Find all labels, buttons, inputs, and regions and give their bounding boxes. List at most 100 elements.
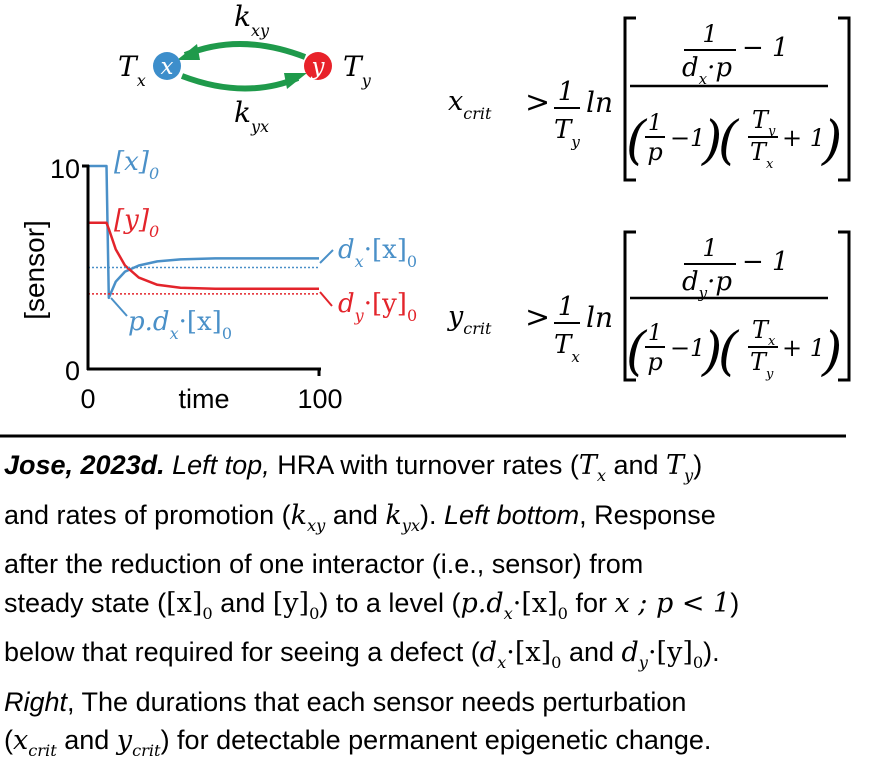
xcrit-ln: ln [586,86,613,119]
ycrit-prefactor-den: Tx [554,330,580,366]
x-tick-0: 0 [80,384,95,414]
caption-segment: Right [4,686,68,717]
ycrit-bracket-right [838,230,851,382]
figure-canvas: x y Tx Ty kxy kyx [sensor] 10 0 0 100 ti… [0,0,851,438]
caption-line: below that required for seeing a defect … [4,633,866,683]
caption-segment: Ty [666,450,694,485]
caption-segment: and [605,450,667,480]
time-course-plot: [sensor] 10 0 0 100 time [x]0 [y]0 dx·[x… [19,147,417,414]
ycrit-bracket-left [623,230,636,382]
xcrit-inner-num-1: 1 [702,20,717,48]
label-pdx: p.dx·[x]0 [128,307,232,343]
leader-dx [319,249,334,264]
kxy-label: kxy [234,0,270,40]
series-y [88,221,319,291]
xcrit-frac-1p-den: p [647,138,662,166]
caption-segment: steady state ( [4,587,167,618]
caption-segment: and [561,637,622,667]
xcrit-inner-num-d: dx·p [682,53,732,88]
label-x0: [x]0 [114,147,159,183]
ycrit-paren-1-close: ) [701,322,722,382]
xcrit-minus: − [670,124,690,152]
xcrit-paren-1-open: ( [626,111,648,171]
caption-segment: dy [621,637,648,672]
caption-line: Right, The durations that each sensor ne… [4,683,866,722]
arrowhead-x-to-y [284,73,307,89]
xcrit-gt: > [525,85,550,120]
xcrit-one-a: 1 [690,124,705,152]
caption-segment [165,450,173,480]
ycrit-paren-2-close: ) [821,322,842,382]
xcrit-ratio-den: Tx [750,138,774,172]
caption-segment: Tx [578,450,606,485]
xcrit-frac-1p-num: 1 [648,111,662,136]
arrowhead-y-to-x [177,44,200,60]
xcrit-bracket-right [838,16,851,182]
x-axis-label: time [178,384,229,414]
caption-segment: for [567,587,615,618]
caption-segment: ). [420,499,445,530]
caption-segment: and [325,499,386,530]
ty-label: Ty [343,50,372,90]
caption-segment: ) for detectable permanent epigenetic ch… [160,725,712,755]
caption-segment: HRA with turnover rates ( [269,450,579,480]
label-dx: dx·[x]0 [338,235,417,271]
network-diagram: x y Tx Ty kxy kyx [118,0,372,136]
caption-segment: [y]0 [272,587,320,623]
caption-segment: and [56,725,117,755]
ycrit-paren-1-open: ( [626,322,648,382]
node-x [153,52,181,80]
plot-marks [88,164,319,300]
y-tick-10: 10 [50,154,80,184]
ycrit-ratio-num: Tx [752,316,776,349]
xcrit-bracket-left [623,16,636,182]
ycrit-ratio-den: Ty [750,348,774,382]
caption-segment: Left bottom [444,499,580,530]
caption-segment: ·[x]0 [512,587,568,623]
caption-segment: kxy [290,499,326,535]
ycrit-inner-minus-one: − 1 [742,247,789,277]
xcrit-ratio-num: Ty [752,106,776,139]
ycrit-inner-num-d: dy·p [682,267,732,302]
caption-segment: ·[y]0 [647,637,704,672]
caption-segment: ( [4,725,13,755]
arrow-y-to-x [183,41,307,60]
xcrit-prefactor-den: Ty [554,115,580,151]
xcrit-prefactor-num: 1 [558,77,575,107]
y-axis-label: [sensor] [19,220,50,320]
ycrit-ln: ln [586,301,613,334]
caption-segment: ·[x]0 [506,637,562,672]
figure-caption: Jose, 2023d. Left top, HRA with turnover… [4,446,866,771]
ycrit-plus-one: + 1 [782,334,825,362]
caption-segment: Left top, [172,450,270,480]
caption-segment: x ; p < 1 [614,587,731,619]
node-x-label: x [161,54,174,80]
caption-line: and rates of promotion (kxy and kyx). Le… [4,496,866,546]
caption-segment: and [212,587,273,618]
ycrit-paren-2-open: ( [718,322,740,382]
caption-line: (xcrit and ycrit) for detectable permane… [4,721,866,771]
xcrit-lhs: xcrit [448,86,492,123]
caption-line: steady state ([x]0 and [y]0) to a level … [4,584,866,634]
caption-segment: dx [479,637,507,672]
x-tick-100: 100 [297,384,342,414]
ycrit-gt: > [525,300,550,335]
caption-segment: kyx [385,499,421,535]
ycrit-lhs: ycrit [447,301,492,338]
caption-segment: p.dx [460,587,513,623]
xcrit-inner-minus-one: − 1 [742,33,789,63]
xcrit-paren-2-open: ( [718,111,740,171]
tx-label: Tx [118,50,146,90]
caption-segment: , The durations that each sensor needs p… [67,686,687,717]
ycrit-prefactor-num: 1 [558,292,575,322]
xcrit-plus-one: + 1 [782,124,825,152]
ycrit-frac-1p-num: 1 [648,321,662,346]
y-tick-0: 0 [65,356,80,386]
series-x [88,164,319,300]
ycrit-inner-num-1: 1 [702,234,717,262]
caption-line: Jose, 2023d. Left top, HRA with turnover… [4,446,866,496]
caption-segment: ) to a level ( [319,587,461,618]
xcrit-paren-2-close: ) [821,111,842,171]
caption-segment: ). [703,637,720,667]
caption-line: after the reduction of one interactor (i… [4,545,866,584]
